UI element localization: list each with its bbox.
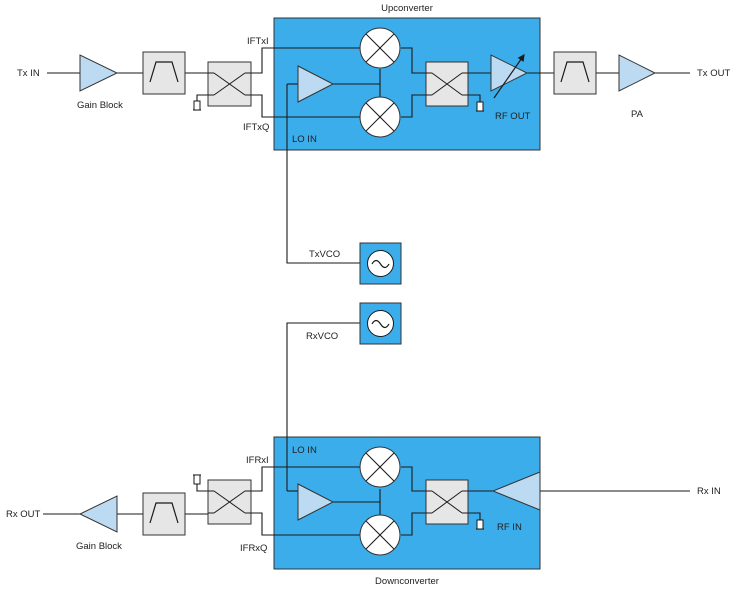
rx-in-label: Rx IN xyxy=(697,486,721,497)
tx-vco-label: TxVCO xyxy=(309,249,340,260)
tx-lo-amplifier-icon xyxy=(297,65,335,103)
tx-bandpass-filter-icon xyxy=(142,51,186,95)
tx-vco-icon xyxy=(359,242,402,285)
pa-label: PA xyxy=(631,109,644,120)
tx-in-label: Tx IN xyxy=(17,68,40,79)
tx-mixer-i-icon xyxy=(359,27,401,69)
rx-input-hybrid-coupler-icon xyxy=(425,479,469,525)
downconverter-lo-in-label: LO IN xyxy=(292,445,317,456)
rx-lo-amplifier-icon xyxy=(297,483,335,521)
tx-input-hybrid-coupler-icon xyxy=(207,61,252,107)
rx-wires xyxy=(43,322,690,536)
rx-gain-block-label: Gain Block xyxy=(76,541,122,552)
rx-gain-block-amplifier-icon xyxy=(78,495,118,533)
rx-output-hybrid-coupler-icon xyxy=(207,479,252,525)
tx-output-bandpass-filter-icon xyxy=(553,51,597,95)
tx-wires xyxy=(47,47,690,264)
rx-mixer-i-icon xyxy=(359,446,401,488)
if-rx-q-label: IFRxQ xyxy=(240,543,267,554)
rx-bandpass-filter-icon xyxy=(142,492,186,536)
tx-gain-block-amplifier-icon xyxy=(79,54,119,92)
rf-variable-gain-amplifier-icon xyxy=(490,54,529,99)
rx-hybrid-termination-resistor-icon xyxy=(193,474,201,485)
tx-out-label: Tx OUT xyxy=(697,68,730,79)
rx-vco-icon xyxy=(359,302,402,345)
rx-mixer-q-icon xyxy=(359,514,401,556)
downconverter-title: Downconverter xyxy=(375,576,439,587)
rx-out-label: Rx OUT xyxy=(6,509,41,520)
rx-lna-amplifier-icon xyxy=(491,471,541,511)
tx-hybrid-termination-resistor-icon xyxy=(193,100,201,111)
rx-vco-label: RxVCO xyxy=(306,331,338,342)
rx-input-termination-resistor-icon xyxy=(476,519,484,530)
upconverter-lo-in-label: LO IN xyxy=(292,134,317,145)
if-tx-q-label: IFTxQ xyxy=(243,122,269,133)
tx-gain-block-label: Gain Block xyxy=(77,100,123,111)
if-rx-i-label: IFRxI xyxy=(246,455,269,466)
tx-mixer-q-icon xyxy=(359,96,401,138)
upconverter-title: Upconverter xyxy=(381,3,433,14)
if-tx-i-label: IFTxI xyxy=(247,36,269,47)
power-amplifier-icon xyxy=(618,54,657,92)
rf-out-label: RF OUT xyxy=(495,111,531,122)
rf-in-label: RF IN xyxy=(497,522,522,533)
tx-output-termination-resistor-icon xyxy=(476,101,484,112)
tx-output-hybrid-coupler-icon xyxy=(425,61,469,107)
